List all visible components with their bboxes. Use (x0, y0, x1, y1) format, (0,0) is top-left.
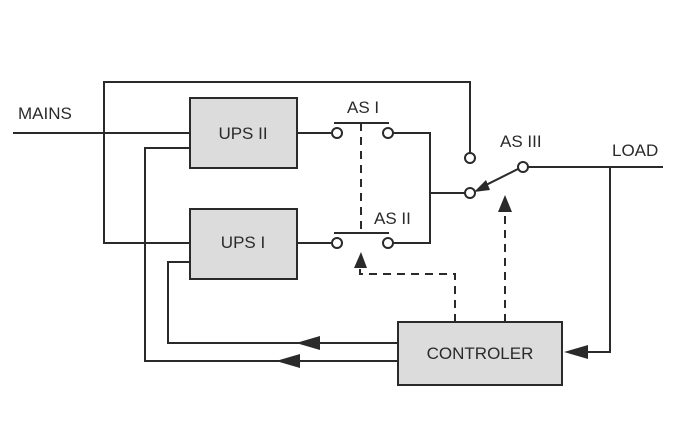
as3-contact-top (464, 152, 476, 164)
control-dashed-as3-arrowhead (498, 195, 512, 212)
control-line-ups1 (167, 261, 399, 344)
ups2-block: UPS II (189, 97, 298, 169)
bypass-line (103, 81, 471, 153)
controller-label: CONTROLER (427, 344, 534, 363)
as2-label: AS II (374, 209, 411, 228)
ups1-block: UPS I (189, 208, 298, 280)
control-dashed-as1-as2 (359, 268, 456, 322)
load-label: LOAD (612, 141, 658, 160)
mains-label: MAINS (18, 104, 72, 123)
as2-contact-right (382, 237, 394, 249)
as3-label: AS III (500, 132, 542, 151)
control-dashed-as-arrowhead (354, 252, 367, 268)
control-ups2-arrowhead (276, 354, 300, 368)
as1-contact-left (331, 127, 343, 139)
load-sense-line (579, 166, 611, 353)
as2-contact-left (331, 237, 343, 249)
control-line-ups2 (144, 147, 399, 362)
control-ups1-arrowhead (296, 336, 320, 350)
as3-arm-arrowhead (474, 180, 490, 192)
as1-label: AS I (347, 98, 379, 117)
as3-switch-arm (480, 165, 524, 189)
as3-contact-bottom (464, 187, 476, 199)
ups2-label: UPS II (218, 124, 267, 143)
load-sense-arrowhead (564, 345, 588, 359)
output-bus-line (392, 132, 431, 244)
ups1-label: UPS I (221, 233, 265, 252)
as3-contact-output (517, 161, 529, 173)
ups1-feed-line (103, 132, 191, 244)
controller-block: CONTROLER (397, 321, 563, 386)
as1-contact-right (382, 127, 394, 139)
